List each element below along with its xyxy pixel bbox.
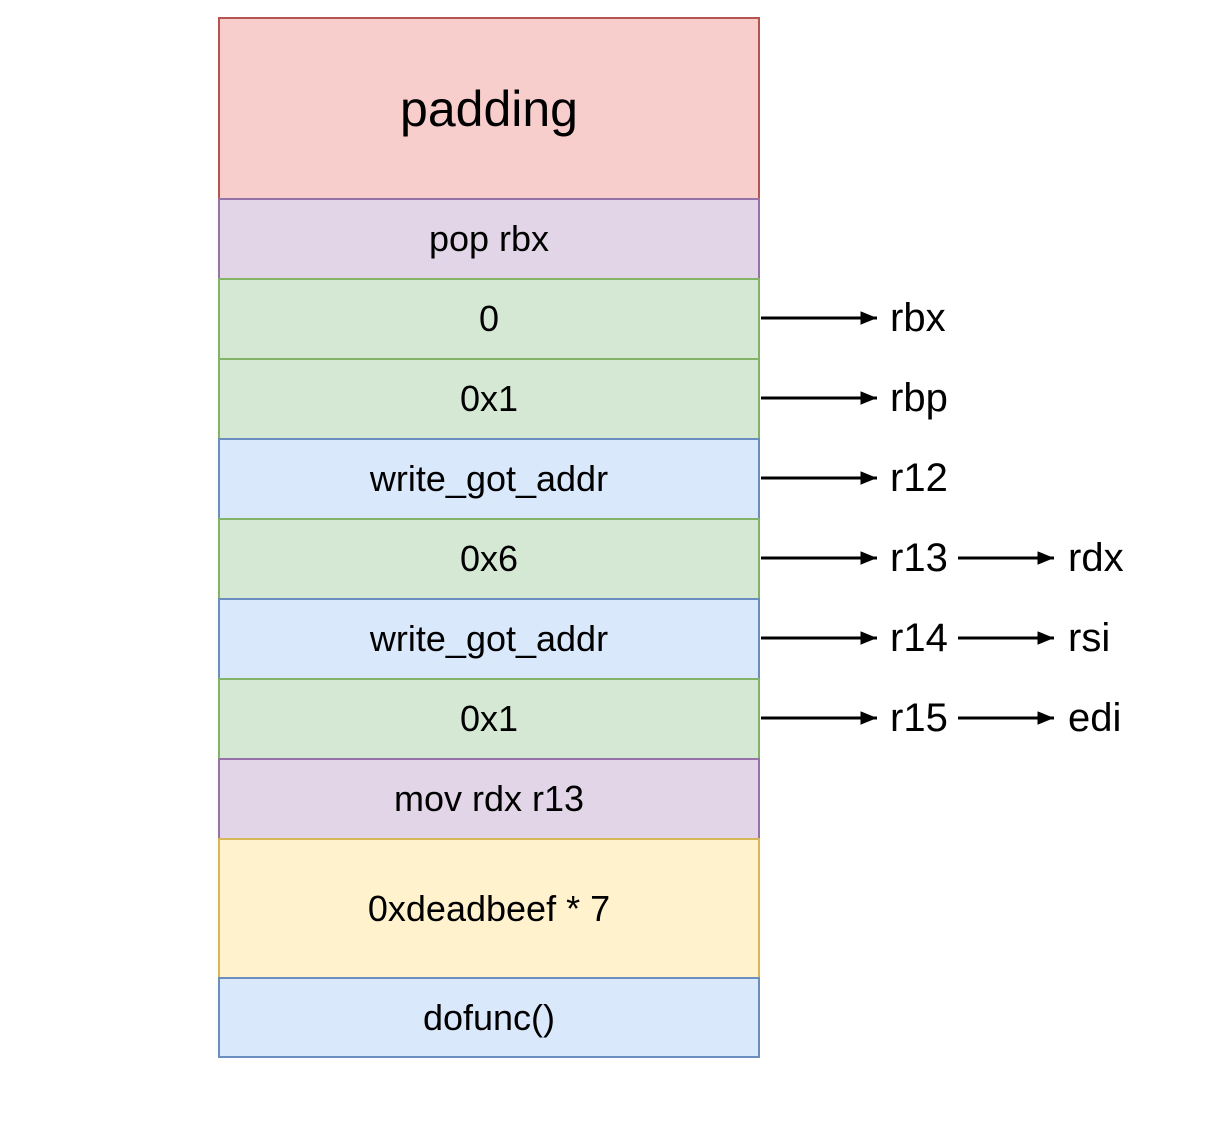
stack-box-label: 0xdeadbeef * 7	[367, 887, 611, 929]
register-label-rdx: rdx	[1068, 536, 1124, 580]
stack-box-label: 0	[478, 298, 500, 339]
stack-box-label: write_got_addr	[369, 618, 609, 659]
stack-box-r13-value: 0x6	[218, 518, 760, 600]
stack-box-r12-value: write_got_addr	[218, 438, 760, 520]
stack-box-pop-rbx: pop rbx	[218, 198, 760, 280]
stack-box-label: 0x1	[459, 378, 519, 419]
register-label-r15: r15	[890, 696, 948, 740]
register-label-edi: edi	[1068, 696, 1122, 740]
stack-box-dofunc: dofunc()	[218, 977, 760, 1058]
register-label-rbx: rbx	[890, 296, 946, 340]
register-label-r12: r12	[890, 456, 948, 500]
stack-box-label: mov rdx r13	[393, 778, 585, 819]
register-label-r13: r13	[890, 536, 948, 580]
stack-box-label: 0x6	[459, 538, 519, 579]
register-label-r14: r14	[890, 616, 948, 660]
stack-box-label: write_got_addr	[369, 458, 609, 499]
stack-box-deadbeef: 0xdeadbeef * 7	[218, 838, 760, 979]
stack-box-rbp-value: 0x1	[218, 358, 760, 440]
stack-box-padding: padding	[218, 17, 760, 200]
stack-box-r14-value: write_got_addr	[218, 598, 760, 680]
stack-box-label: padding	[400, 80, 578, 137]
register-label-rbp: rbp	[890, 376, 948, 420]
stack-box-label: 0x1	[459, 698, 519, 739]
stack-box-r15-value: 0x1	[218, 678, 760, 760]
stack-box-mov-rdx-r13: mov rdx r13	[218, 758, 760, 840]
stack-box-label: pop rbx	[428, 218, 550, 259]
register-label-rsi: rsi	[1068, 616, 1111, 660]
stack-box-label: dofunc()	[422, 996, 556, 1038]
stack-box-rbx-value: 0	[218, 278, 760, 360]
